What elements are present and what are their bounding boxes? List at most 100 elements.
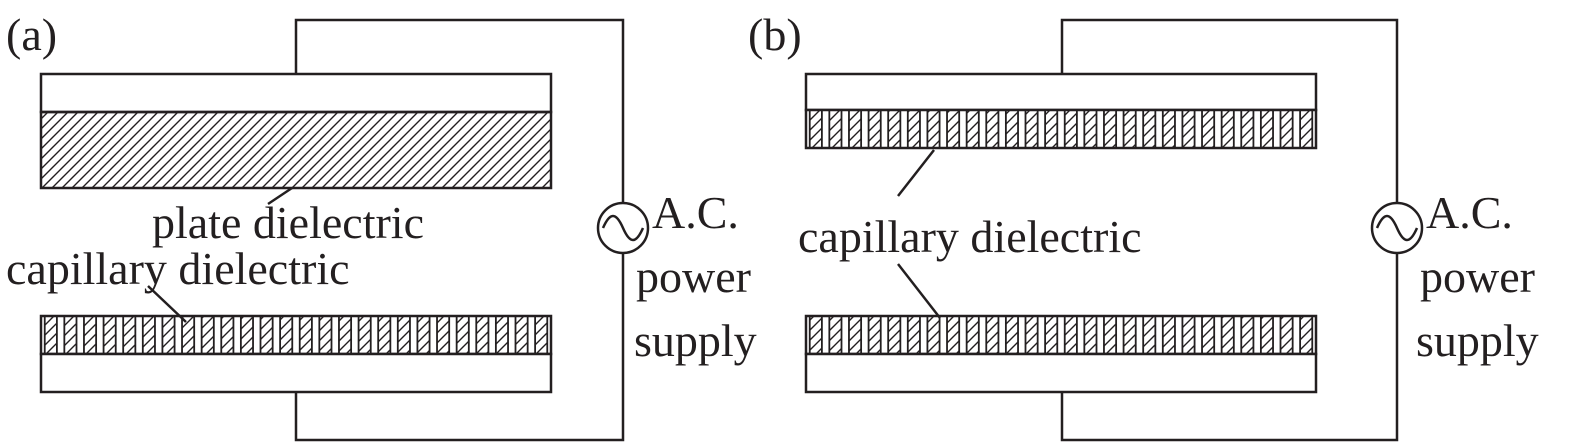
capillary-cell bbox=[279, 315, 294, 355]
capillary-cell bbox=[1299, 109, 1314, 149]
panel-b-bottom-capillary-dielectric bbox=[804, 314, 1318, 356]
capillary-cell bbox=[338, 315, 353, 355]
panel-a-ac-source-icon bbox=[596, 201, 650, 255]
capillary-cell bbox=[887, 315, 902, 355]
panel-a-bottom-electrode bbox=[39, 352, 553, 394]
capillary-cell bbox=[455, 315, 470, 355]
capillary-cell bbox=[1063, 109, 1078, 149]
capillary-cell bbox=[848, 315, 863, 355]
capillary-frame bbox=[804, 108, 1318, 150]
panel-b-top-capillary-dielectric bbox=[804, 108, 1318, 150]
capillary-cell bbox=[396, 315, 411, 355]
capillary-cell bbox=[416, 315, 431, 355]
capillary-frame bbox=[39, 314, 553, 356]
capillary-cell bbox=[1220, 315, 1235, 355]
capillary-cell bbox=[828, 315, 843, 355]
panel-a-capillary-label: capillary dielectric bbox=[6, 243, 350, 294]
capillary-cell bbox=[946, 315, 961, 355]
capillary-cell bbox=[534, 315, 549, 355]
capillary-cell bbox=[1024, 315, 1039, 355]
capillary-cell bbox=[1240, 315, 1255, 355]
capillary-cell bbox=[1220, 109, 1235, 149]
capillary-cell bbox=[1181, 315, 1196, 355]
capillary-cell bbox=[357, 315, 372, 355]
capillary-cell bbox=[1044, 109, 1059, 149]
capillary-cell bbox=[1259, 315, 1274, 355]
capillary-cell bbox=[494, 315, 509, 355]
capillary-cell bbox=[1161, 109, 1176, 149]
capillary-cell bbox=[1083, 109, 1098, 149]
capillary-cell bbox=[1122, 109, 1137, 149]
capillary-cell bbox=[102, 315, 117, 355]
panel-b-bottom-electrode bbox=[804, 352, 1318, 394]
capillary-cell bbox=[1103, 109, 1118, 149]
capillary-cell bbox=[906, 109, 921, 149]
capillary-cell bbox=[1122, 315, 1137, 355]
capillary-cell bbox=[161, 315, 176, 355]
panel-a-capillary-dielectric bbox=[39, 314, 553, 356]
capillary-cell bbox=[63, 315, 78, 355]
panel-b-tag: (b) bbox=[748, 9, 802, 60]
capillary-cell bbox=[1024, 109, 1039, 149]
capillary-cell bbox=[1161, 315, 1176, 355]
panel-a-top-wire bbox=[294, 18, 625, 203]
capillary-cell bbox=[220, 315, 235, 355]
capillary-cell bbox=[808, 109, 823, 149]
capillary-cell bbox=[965, 315, 980, 355]
capillary-cell bbox=[1044, 315, 1059, 355]
capillary-cell bbox=[1201, 109, 1216, 149]
panel-a-top-electrode bbox=[39, 72, 553, 114]
panel-a-plate-label: plate dielectric bbox=[152, 197, 424, 248]
capillary-frame bbox=[804, 314, 1318, 356]
capillary-cell bbox=[475, 315, 490, 355]
capillary-cell bbox=[43, 315, 58, 355]
capillary-cell bbox=[946, 109, 961, 149]
panel-b-top-leader bbox=[897, 149, 935, 197]
capillary-cell bbox=[239, 315, 254, 355]
capillary-cell bbox=[1181, 109, 1196, 149]
capillary-cell bbox=[1240, 109, 1255, 149]
capillary-cell bbox=[906, 315, 921, 355]
capillary-cell bbox=[887, 109, 902, 149]
capillary-cell bbox=[1142, 109, 1157, 149]
capillary-cell bbox=[377, 315, 392, 355]
capillary-cell bbox=[985, 109, 1000, 149]
panel-b-capillary-label: capillary dielectric bbox=[798, 211, 1142, 262]
capillary-cell bbox=[1299, 315, 1314, 355]
capillary-cell bbox=[808, 315, 823, 355]
capillary-cell bbox=[1201, 315, 1216, 355]
capillary-cell bbox=[181, 315, 196, 355]
panel-a-source-label-line1: A.C. bbox=[652, 187, 739, 238]
capillary-cell bbox=[1083, 315, 1098, 355]
capillary-cell bbox=[867, 315, 882, 355]
capillary-cell bbox=[848, 109, 863, 149]
capillary-cell bbox=[1259, 109, 1274, 149]
panel-a-tag: (a) bbox=[6, 9, 57, 60]
panel-a-capillary-leader bbox=[147, 285, 187, 323]
panel-a-source-label-line2: power bbox=[636, 251, 751, 302]
capillary-cell bbox=[985, 315, 1000, 355]
capillary-cell bbox=[141, 315, 156, 355]
capillary-cell bbox=[926, 315, 941, 355]
panel-b-top-wire bbox=[1060, 18, 1399, 203]
capillary-cell bbox=[1004, 315, 1019, 355]
capillary-cell bbox=[1103, 315, 1118, 355]
capillary-cell bbox=[514, 315, 529, 355]
panel-b-bottom-wire bbox=[1060, 253, 1399, 442]
capillary-cell bbox=[318, 315, 333, 355]
capillary-cell bbox=[926, 109, 941, 149]
capillary-cell bbox=[1142, 315, 1157, 355]
capillary-cell bbox=[436, 315, 451, 355]
capillary-cell bbox=[200, 315, 215, 355]
panel-b-source-label-line2: power bbox=[1420, 251, 1535, 302]
panel-a-source-label-line3: supply bbox=[634, 315, 757, 366]
capillary-cell bbox=[259, 315, 274, 355]
capillary-cell bbox=[298, 315, 313, 355]
panel-b-bottom-leader bbox=[897, 263, 941, 319]
capillary-cell bbox=[1279, 109, 1294, 149]
capillary-cell bbox=[122, 315, 137, 355]
panel-a-bottom-wire bbox=[294, 253, 625, 442]
panel-b-ac-source-icon bbox=[1370, 201, 1424, 255]
panel-b-source-label-line1: A.C. bbox=[1426, 187, 1513, 238]
